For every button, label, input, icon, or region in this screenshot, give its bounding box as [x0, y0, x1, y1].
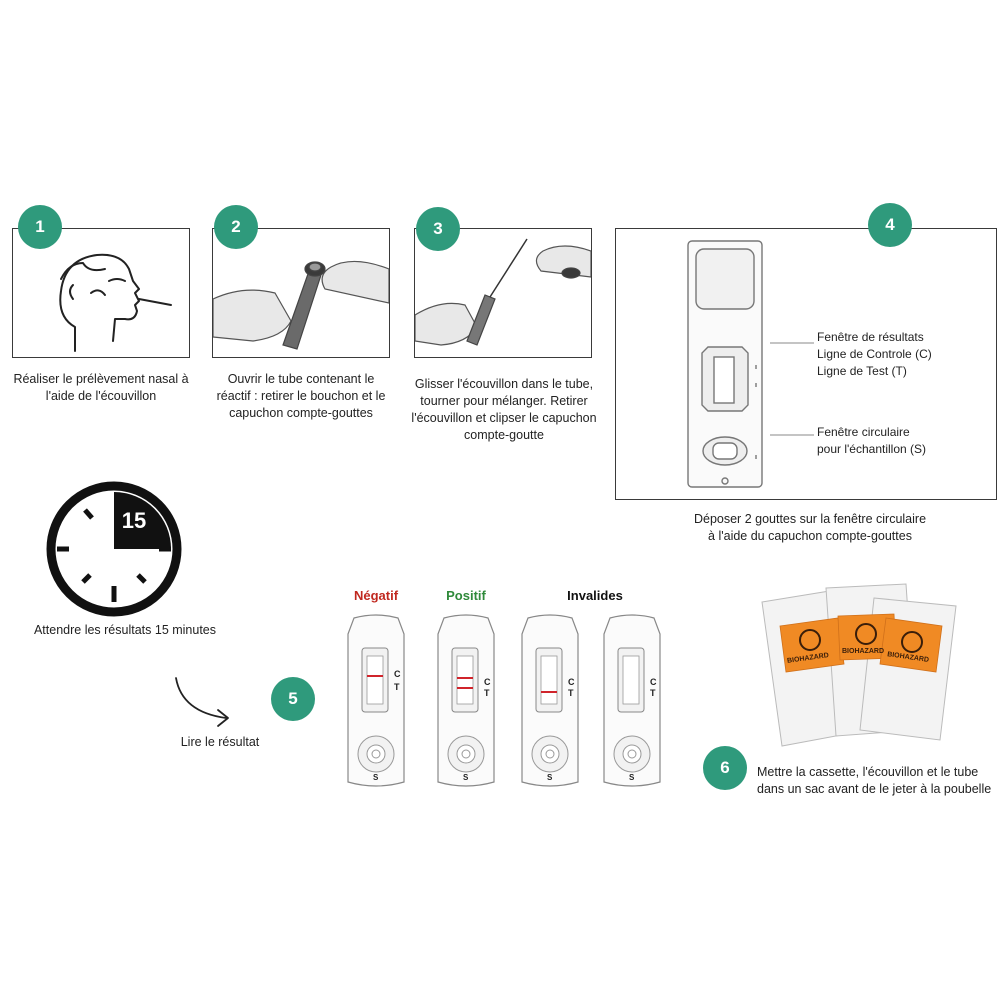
step-2-caption: Ouvrir le tube contenant le réactif : re…	[206, 371, 396, 422]
step-4-panel	[615, 228, 997, 500]
step-6-caption-line-1: Mettre la cassette, l'écouvillon et le t…	[757, 765, 979, 779]
step-2-caption-line-1: Ouvrir le tube contenant le	[227, 372, 375, 386]
results-window-line: Fenêtre de résultats	[817, 330, 924, 344]
step-1-badge: 1	[18, 205, 62, 249]
step-5-badge: 5	[271, 677, 315, 721]
positive-heading: Positif	[446, 588, 486, 603]
step-4-sample-window-label: Fenêtre circulaire pour l'échantillon (S…	[817, 424, 987, 458]
cassette-positive-t-label: T	[484, 688, 490, 698]
timer-value: 15	[121, 508, 147, 533]
step-4-badge: 4	[868, 203, 912, 247]
open-tube-illustration	[213, 260, 389, 350]
step-1-caption-line-1: Réaliser le prélèvement nasal à	[13, 372, 189, 386]
swab-in-tube-illustration	[415, 238, 591, 346]
cassette-positive-c-label: C	[484, 677, 491, 687]
sample-window-line-1: Fenêtre circulaire	[817, 425, 910, 439]
cassette-positive	[436, 614, 496, 790]
step-2-caption-line-3: capuchon compte-gouttes	[229, 406, 373, 420]
step-6-caption-line-2: dans un sac avant de le jeter à la poube…	[757, 782, 992, 796]
step-3-caption-line-1: Glisser l'écouvillon dans le tube,	[414, 377, 594, 391]
biohazard-bags-illustration	[761, 583, 957, 747]
step-1-panel	[12, 228, 190, 358]
step-2-caption-line-2: réactif : retirer le bouchon et le	[216, 389, 386, 403]
step-6-badge: 6	[703, 746, 747, 790]
step-3-caption: Glisser l'écouvillon dans le tube, tourn…	[404, 376, 604, 444]
step-4-caption-line-1: Déposer 2 gouttes sur la fenêtre circula…	[693, 512, 927, 526]
cassette-negative-t-label: T	[394, 682, 400, 692]
test-line-line: Ligne de Test (T)	[817, 364, 907, 378]
step-3-caption-line-3: l'écouvillon et clipser le capuchon	[411, 411, 597, 425]
step-6-caption: Mettre la cassette, l'écouvillon et le t…	[757, 764, 997, 798]
control-line-line: Ligne de Controle (C)	[817, 347, 932, 361]
cassette-invalid-2-c-label: C	[650, 677, 657, 687]
step-3-badge: 3	[416, 207, 460, 251]
test-cassette-large	[687, 240, 814, 488]
cassette-invalid-1-t-label: T	[568, 688, 574, 698]
bag-label-2: BIOHAZARD	[842, 648, 884, 655]
step-3-panel	[414, 228, 592, 358]
cassette-shape	[521, 614, 579, 787]
timer-caption: Attendre les résultats 15 minutes	[33, 623, 217, 637]
step-4-caption: Déposer 2 gouttes sur la fenêtre circula…	[650, 511, 970, 545]
cassette-invalid-2-s-label: S	[629, 773, 635, 782]
step-4-caption-line-2: à l'aide du capuchon compte-gouttes	[708, 529, 912, 543]
cassette-negative-c-label: C	[394, 669, 401, 679]
cassette-invalid-1-c-label: C	[568, 677, 575, 687]
cassette-shape	[347, 614, 405, 787]
step-1-caption: Réaliser le prélèvement nasal à l'aide d…	[2, 371, 200, 405]
step-5-caption: Lire le résultat	[180, 735, 260, 749]
cassette-positive-s-label: S	[463, 773, 469, 782]
timer-clock-icon	[46, 481, 182, 617]
cassette-invalid-1-s-label: S	[547, 773, 553, 782]
cassette-shape	[603, 614, 661, 787]
step-1-caption-line-2: l'aide de l'écouvillon	[45, 389, 157, 403]
invalid-heading: Invalides	[567, 588, 623, 603]
cassette-invalid-2-t-label: T	[650, 688, 656, 698]
step-2-badge: 2	[214, 205, 258, 249]
nasal-swab-illustration	[59, 253, 172, 352]
negative-heading: Négatif	[353, 588, 399, 603]
cassette-invalid-1	[520, 614, 580, 790]
step-3-caption-line-4: compte-goutte	[464, 428, 544, 442]
sample-window-line-2: pour l'échantillon (S)	[817, 442, 927, 456]
step-2-panel	[212, 228, 390, 358]
curved-arrow-icon	[175, 677, 229, 727]
cassette-shape	[437, 614, 495, 787]
cassette-negative-s-label: S	[373, 773, 379, 782]
step-4-results-window-label: Fenêtre de résultats Ligne de Controle (…	[817, 329, 987, 380]
cassette-negative	[346, 614, 406, 790]
cassette-invalid-2	[602, 614, 662, 790]
step-3-caption-line-2: tourner pour mélanger. Retirer	[420, 394, 588, 408]
